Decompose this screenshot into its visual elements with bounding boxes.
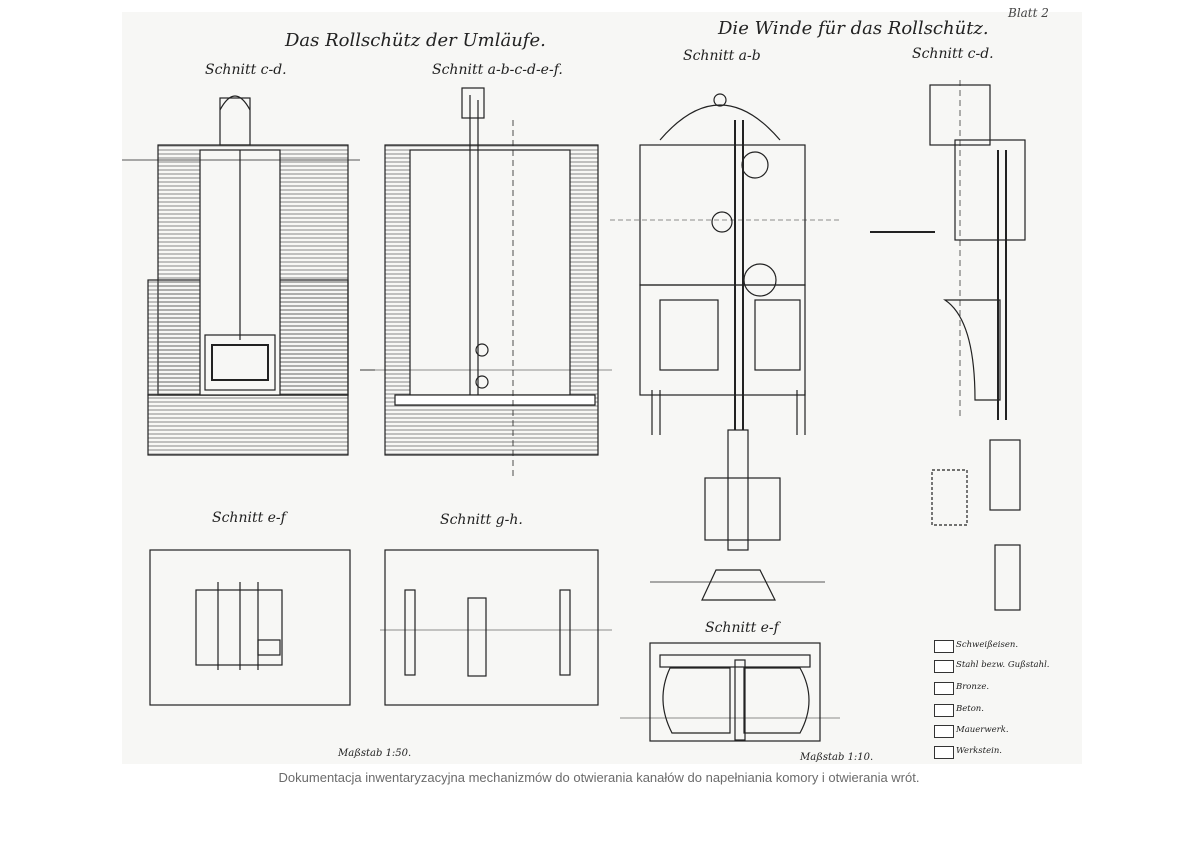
title-left: Das Rollschütz der Umläufe. [285,30,546,51]
legend-swatch [934,640,954,653]
legend-swatch [934,682,954,695]
section-label-ef-right: Schnitt e-f [705,620,779,636]
legend-swatch [934,704,954,717]
image-caption: Dokumentacja inwentaryzacyjna mechanizmó… [278,770,920,785]
legend-item: Stahl bezw. Gußstahl. [956,660,1050,670]
section-label-cd-right: Schnitt c-d. [912,46,994,62]
legend-item: Beton. [956,704,984,714]
section-label-cd-left: Schnitt c-d. [205,62,287,78]
scale-left: Maßstab 1:50. [338,748,412,759]
scale-right: Maßstab 1:10. [800,752,874,763]
legend-swatch [934,746,954,759]
title-right: Die Winde für das Rollschütz. [718,18,989,39]
section-label-gh: Schnitt g-h. [440,512,523,528]
section-label-ab-right: Schnitt a-b [683,48,761,64]
legend-item: Bronze. [956,682,990,692]
legend-item: Werkstein. [956,746,1002,756]
legend-item: Schweißeisen. [956,640,1019,650]
legend-swatch [934,725,954,738]
section-label-ef-left: Schnitt e-f [212,510,286,526]
sheet-label: Blatt 2 [1008,6,1049,20]
legend-swatch [934,660,954,673]
section-label-abcdef: Schnitt a-b-c-d-e-f. [432,62,563,78]
legend-item: Mauerwerk. [956,725,1009,735]
